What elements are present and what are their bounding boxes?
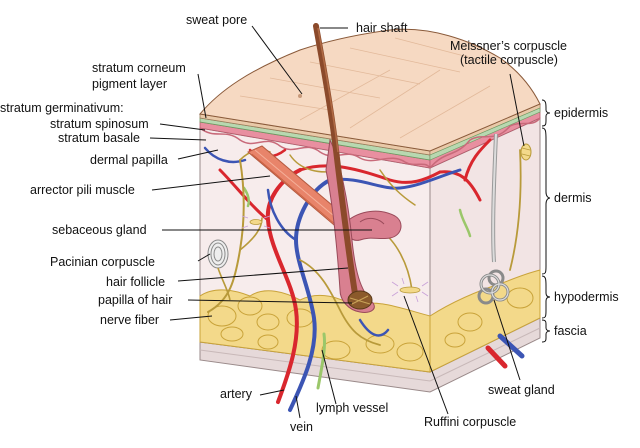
ruffini-corpuscle-shape xyxy=(391,277,429,303)
bracket-hypodermis xyxy=(541,275,551,319)
label-papilla-of-hair: papilla of hair xyxy=(98,293,172,307)
label-stratum-corneum: stratum corneum xyxy=(92,61,186,75)
label-stratum-germinativum: stratum germinativum: xyxy=(0,101,124,115)
label-arrector-pili: arrector pili muscle xyxy=(30,183,135,197)
skin-block xyxy=(199,28,541,393)
label-nerve-fiber: nerve fiber xyxy=(100,313,159,327)
label-dermal-papilla: dermal papilla xyxy=(90,153,168,167)
label-lymph-vessel: lymph vessel xyxy=(316,401,388,415)
bracket-fascia xyxy=(541,319,551,343)
pacinian-corpuscle-shape xyxy=(207,239,231,301)
bracket-epidermis xyxy=(541,99,551,127)
label-hair-follicle: hair follicle xyxy=(106,275,165,289)
label-pigment-layer: pigment layer xyxy=(92,77,167,91)
artery-vessel xyxy=(265,168,302,404)
label-fascia: fascia xyxy=(554,324,587,338)
layer-brackets xyxy=(541,99,551,343)
label-vein: vein xyxy=(290,420,313,434)
hair xyxy=(313,23,375,313)
free-nerve-endings xyxy=(241,215,271,229)
meissner-corpuscle-shape xyxy=(520,143,532,161)
labels: sweat pore hair shaft Meissner’s corpusc… xyxy=(0,13,619,434)
label-hypodermis: hypodermis xyxy=(554,290,619,304)
label-artery: artery xyxy=(220,387,253,401)
dermal-papillae xyxy=(199,127,431,169)
label-stratum-basale: stratum basale xyxy=(58,131,140,145)
label-ruffini: Ruffini corpuscle xyxy=(424,415,516,429)
label-meissner-line2: (tactile corpuscle) xyxy=(460,53,558,67)
leader-lines xyxy=(149,25,525,419)
label-dermis: dermis xyxy=(554,191,592,205)
bracket-dermis xyxy=(541,127,551,275)
label-hair-shaft: hair shaft xyxy=(356,21,408,35)
sweat-gland-shape xyxy=(477,133,510,305)
label-epidermis: epidermis xyxy=(554,106,608,120)
label-pacinian: Pacinian corpuscle xyxy=(50,255,155,269)
label-sebaceous-gland: sebaceous gland xyxy=(52,223,147,237)
vein-vessel xyxy=(288,178,332,412)
hair-shaft-line xyxy=(313,23,359,303)
label-sweat-gland: sweat gland xyxy=(488,383,555,397)
sweat-pore xyxy=(298,94,302,98)
label-meissner-line1: Meissner’s corpuscle xyxy=(450,39,567,53)
lymph-vessel-tube xyxy=(316,332,326,390)
label-sweat-pore: sweat pore xyxy=(186,13,247,27)
sebaceous-gland-shape xyxy=(345,210,402,241)
skin-surface xyxy=(199,28,541,152)
label-stratum-spinosum: stratum spinosum xyxy=(50,117,149,131)
fat-globules xyxy=(207,287,534,362)
